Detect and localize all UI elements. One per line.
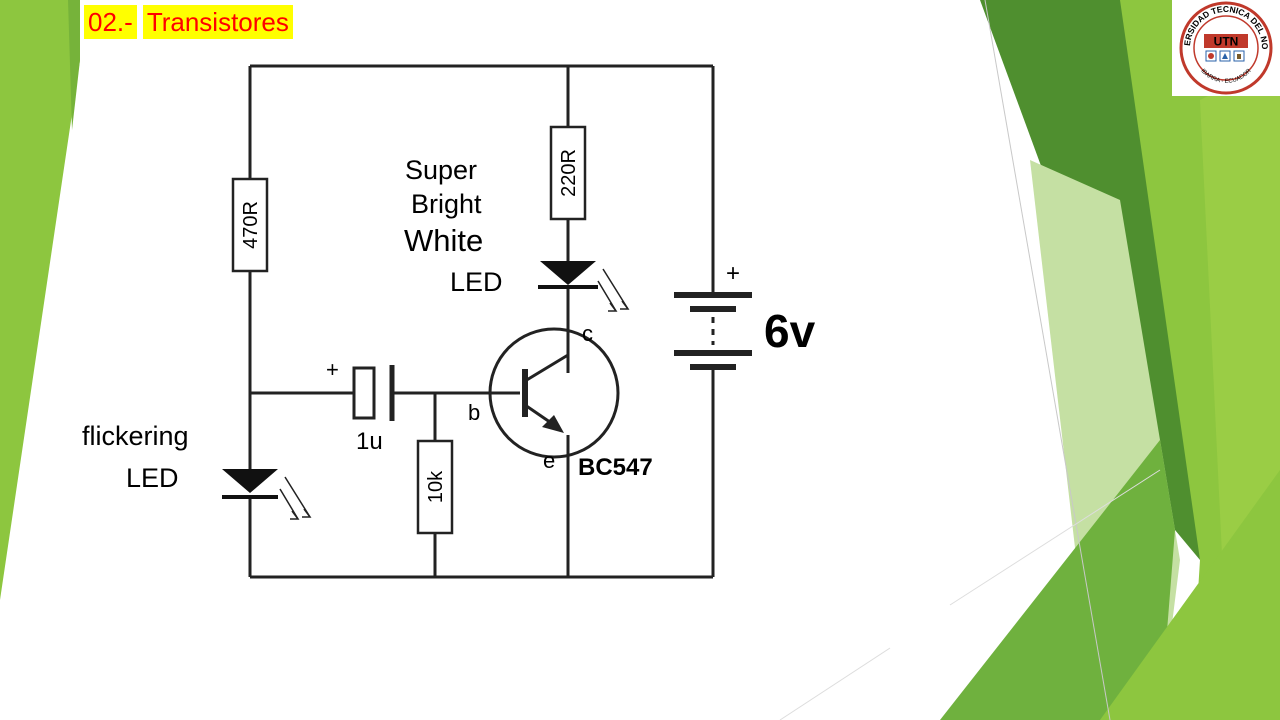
thin-line-1 (984, 0, 1111, 720)
label-led1-line1: Super (405, 155, 477, 185)
thin-line-3 (779, 647, 891, 720)
led-super-bright-white (538, 261, 630, 312)
capacitor-plate-positive (352, 366, 376, 420)
label-led1-line2: Bright (411, 189, 482, 219)
thin-line-2 (949, 469, 1161, 606)
transistor-circuit-diagram: 470R 220R 10k + 1u c b e BC547 + 6v Supe… (82, 64, 816, 579)
left-green-band-dark (68, 0, 80, 130)
transistor-collector-leg (524, 353, 569, 383)
left-green-band (0, 0, 80, 600)
transistor-emitter-arrow (542, 415, 564, 433)
label-battery-plus: + (726, 260, 740, 287)
label-pin-c: c (582, 321, 593, 346)
label-pin-b: b (468, 400, 480, 425)
university-seal-icon: UNIVERSIDAD TECNICA DEL NORTE IBARRA - E… (1169, 0, 1273, 95)
label-pin-e: e (543, 448, 555, 473)
transistor-body (488, 327, 620, 459)
label-220r: 220R (558, 149, 580, 197)
title-number: 02.- (84, 5, 137, 39)
logo-initials: UTN (1214, 35, 1239, 49)
bottom-band-2 (1100, 470, 1280, 720)
label-led2-line1: flickering (82, 421, 189, 451)
label-470r: 470R (240, 201, 262, 249)
label-battery-voltage: 6v (764, 305, 816, 357)
label-cap-plus: + (326, 357, 339, 382)
label-10k: 10k (425, 470, 447, 503)
label-cap-value: 1u (356, 428, 383, 455)
led-flickering (222, 469, 312, 520)
label-led1-line4: LED (450, 267, 503, 297)
label-led2-line2: LED (126, 463, 179, 493)
title-text: Transistores (142, 5, 293, 39)
label-led1-line3: White (404, 223, 483, 258)
bottom-band-1 (940, 440, 1175, 720)
slide-title: 02.- Transistores (84, 4, 293, 40)
university-logo: UNIVERSIDAD TECNICA DEL NORTE IBARRA - E… (1169, 0, 1280, 96)
label-transistor: BC547 (578, 454, 653, 481)
